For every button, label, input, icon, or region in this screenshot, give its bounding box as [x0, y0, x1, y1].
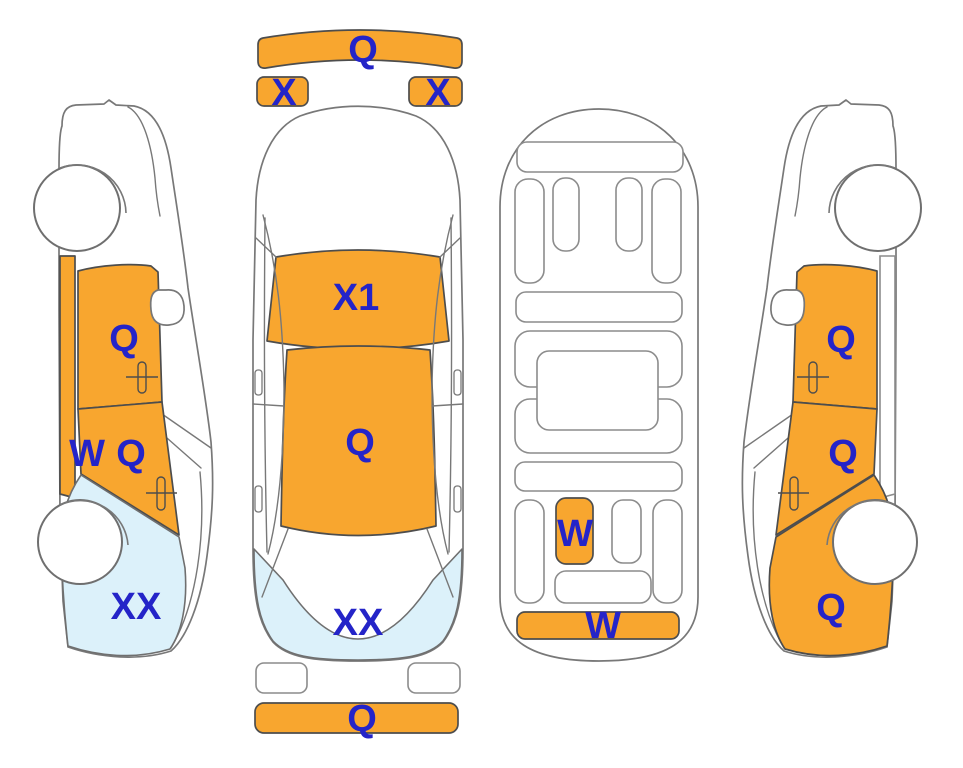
underbody-front-support	[554, 570, 652, 604]
underbody-front-rail-right	[652, 499, 683, 604]
right-rear-window-line	[794, 106, 828, 217]
label-right-front-door: Q	[828, 433, 858, 475]
label-left-side-sill: W	[69, 433, 105, 475]
headlight-right	[407, 662, 461, 694]
roof-panel	[280, 345, 437, 537]
label-roof: Q	[345, 422, 375, 464]
underbody-center-member	[555, 497, 594, 565]
underbody-view	[499, 108, 699, 662]
left-rear-wheel	[33, 164, 121, 252]
right-side-view	[741, 99, 922, 658]
label-tail-light-right: X	[425, 72, 451, 114]
left-rear-wheel-arch	[59, 164, 127, 214]
underbody-rear-rail-right	[651, 178, 682, 284]
label-trunk-lid: X1	[333, 277, 379, 319]
label-left-front-door: Q	[116, 433, 146, 475]
label-left-rear-door: Q	[109, 318, 139, 360]
right-rear-door-handle	[797, 361, 829, 394]
tail-light-right	[408, 76, 463, 107]
left-front-door-handle	[146, 476, 177, 511]
label-underbody-front-cross-member: W	[585, 605, 621, 647]
left-side-view	[33, 99, 214, 658]
underbody-rear-rail-left	[514, 178, 545, 284]
underbody-front-cross-member	[516, 611, 680, 640]
underbody-front-rail-left	[514, 499, 545, 604]
left-rear-window-line	[127, 106, 161, 217]
label-underbody-center-member: W	[557, 513, 593, 555]
label-left-front-fender: XX	[111, 586, 162, 628]
label-rear-bumper: Q	[348, 29, 378, 71]
right-front-wheel	[832, 499, 918, 585]
label-tail-light-left: X	[271, 72, 297, 114]
underbody-rear-member-left	[552, 177, 580, 252]
side-glass-line-right-inner	[448, 217, 453, 553]
right-front-wheel-arch	[826, 499, 896, 546]
left-front-door-panel	[77, 401, 180, 536]
b-pillar-line-left	[252, 403, 285, 407]
top-view	[252, 29, 464, 734]
label-front-bumper: Q	[347, 698, 377, 740]
b-pillar-line-right	[431, 403, 464, 407]
label-hood: XX	[333, 602, 384, 644]
label-right-front-fender: Q	[816, 587, 846, 629]
left-front-wheel-arch	[59, 499, 129, 546]
headlight-left	[255, 662, 308, 694]
right-front-door-handle	[778, 476, 809, 511]
underbody-fuel-tank	[536, 350, 659, 431]
label-right-rear-door: Q	[826, 319, 856, 361]
door-handle-top-left-rear	[254, 369, 263, 396]
hood-panel	[253, 548, 463, 661]
a-pillar-line-left	[261, 528, 289, 598]
right-rear-wheel-arch	[828, 164, 896, 214]
rear-bumper-panel	[257, 29, 463, 69]
underbody-cross-member-3	[514, 461, 683, 492]
right-door-mirror	[770, 289, 806, 326]
underbody-front-member-right	[611, 499, 642, 564]
c-pillar-line-right	[439, 237, 461, 258]
underbody-rear-member-right	[615, 177, 643, 252]
door-handle-top-left-front	[254, 485, 263, 513]
underbody-rear-cross-member	[516, 141, 684, 173]
left-a-pillar-line-1	[161, 413, 212, 449]
a-pillar-line-right	[426, 528, 454, 598]
left-rear-door-handle	[126, 361, 158, 394]
side-glass-line-right-outer	[431, 214, 454, 555]
right-side-sill	[879, 255, 896, 500]
underbody-cross-member-2	[515, 291, 683, 323]
side-glass-line-left-inner	[263, 217, 268, 553]
tail-light-left	[256, 76, 309, 107]
door-handle-top-right-rear	[453, 369, 462, 396]
left-front-wheel	[37, 499, 123, 585]
right-rear-wheel	[834, 164, 922, 252]
door-handle-top-right-front	[453, 485, 462, 513]
left-door-mirror	[149, 289, 185, 326]
right-a-pillar-line-1	[743, 413, 794, 449]
front-bumper-panel	[254, 702, 459, 734]
damage-code-labels: Q X X X1 Q XX Q Q W Q XX W W Q Q Q	[69, 29, 858, 740]
side-glass-line-left-outer	[262, 214, 285, 555]
c-pillar-line-left	[255, 237, 277, 258]
right-front-door-panel	[775, 401, 878, 536]
